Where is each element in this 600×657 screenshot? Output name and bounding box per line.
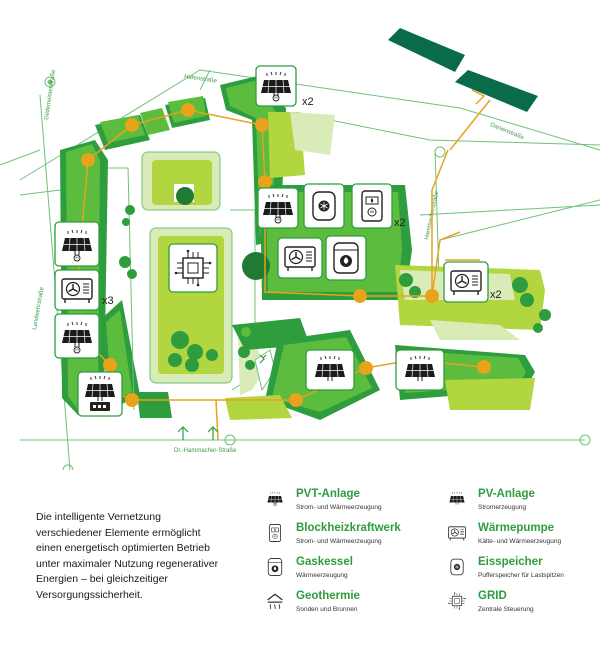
legend-item-grid: GRID Zentrale Steuerung [448,590,600,620]
legend-subtitle: Kälte- und Wärmeerzeugung [478,538,562,545]
waermepumpe-icon [277,237,323,279]
legend-subtitle: Strom- und Wärmeerzeugung [296,538,382,545]
legend: PVT-Anlage Strom- und Wärmeerzeugung PV-… [266,488,586,628]
grid-icon [448,592,466,610]
legend-item-waermepumpe: Wärmepumpe Kälte- und Wärmeerzeugung [448,522,600,552]
trees [119,187,551,372]
map-icons: x2 x2 [54,65,502,417]
gaskessel-icon [267,558,283,576]
pvt-anlage-icon [54,313,100,359]
pv-anlage-icon [449,491,465,505]
legend-subtitle: Sonden und Brunnen [296,606,358,613]
waermepumpe-icon [448,526,466,541]
street-label-landwehrstrasse: Landwehrstraße [32,286,46,330]
grid-icon [168,243,218,293]
pv-anlage-icon [305,349,355,391]
legend-title: Blockheizkraftwerk [296,522,401,534]
legend-item-pvt-anlage: PVT-Anlage Strom- und Wärmeerzeugung [266,488,436,518]
street-label-hafenstrasse: Hafenstraße [184,74,218,85]
legend-title: PV-Anlage [478,488,535,500]
blockheizkraftwerk-icon [268,524,282,542]
legend-title: Geothermie [296,590,360,602]
multiplier-label: x2 [490,289,502,301]
legend-item-eisspeicher: Eisspeicher Pufferspeicher für Lastspitz… [448,556,600,586]
waermepumpe-icon [54,269,100,311]
pvt-anlage-icon [77,371,123,417]
street-label-dr-hammacher-strasse: Dr.-Hammacher-Straße [174,448,237,454]
pvt-anlage-icon [267,491,283,507]
legend-subtitle: Wärmeerzeugung [296,572,348,579]
legend-subtitle: Pufferspeicher für Lastspitzen [478,572,564,579]
street-network [0,69,600,470]
eisspeicher-icon [450,558,464,576]
campus-map: Hafenstraße Gildemeisterstraße Darwinstr… [0,28,600,470]
pvt-anlage-icon [257,187,299,229]
legend-item-pv-anlage: PV-Anlage Stromerzeugung [448,488,600,518]
street-label-gildemeisterstrasse: Gildemeisterstraße [44,69,57,121]
legend-title: GRID [478,590,507,602]
network-nodes [81,103,491,407]
pvt-anlage-icon [255,65,297,107]
solar-field [388,28,538,112]
legend-title: Gaskessel [296,556,353,568]
entrance-arrows [177,354,267,440]
description-text: Die intelligente Vernetzung verschiedene… [36,511,219,601]
legend-item-gaskessel: Gaskessel Wärmeerzeugung [266,556,436,586]
legend-item-geothermie: Geothermie Sonden und Brunnen [266,590,436,620]
street-label-darwinstrasse: Darwinstraße [489,122,525,141]
multiplier-label: x3 [102,295,114,307]
blockheizkraftwerk-icon [351,183,393,229]
legend-subtitle: Strom- und Wärmeerzeugung [296,504,382,511]
eisspeicher-icon [303,183,345,229]
legend-subtitle: Stromerzeugung [478,504,527,511]
legend-title: Eisspeicher [478,556,543,568]
legend-title: Wärmepumpe [478,522,555,534]
multiplier-label: x2 [394,217,406,229]
multiplier-label: x2 [302,96,314,108]
waermepumpe-icon [443,261,489,303]
gaskessel-icon [325,235,367,281]
legend-subtitle: Zentrale Steuerung [478,606,534,613]
pv-anlage-icon [54,221,100,267]
geothermie-icon [267,593,283,610]
legend-title: PVT-Anlage [296,488,360,500]
pv-anlage-icon [395,349,445,391]
legend-item-blockheizkraftwerk: Blockheizkraftwerk Strom- und Wärmeerzeu… [266,522,436,552]
